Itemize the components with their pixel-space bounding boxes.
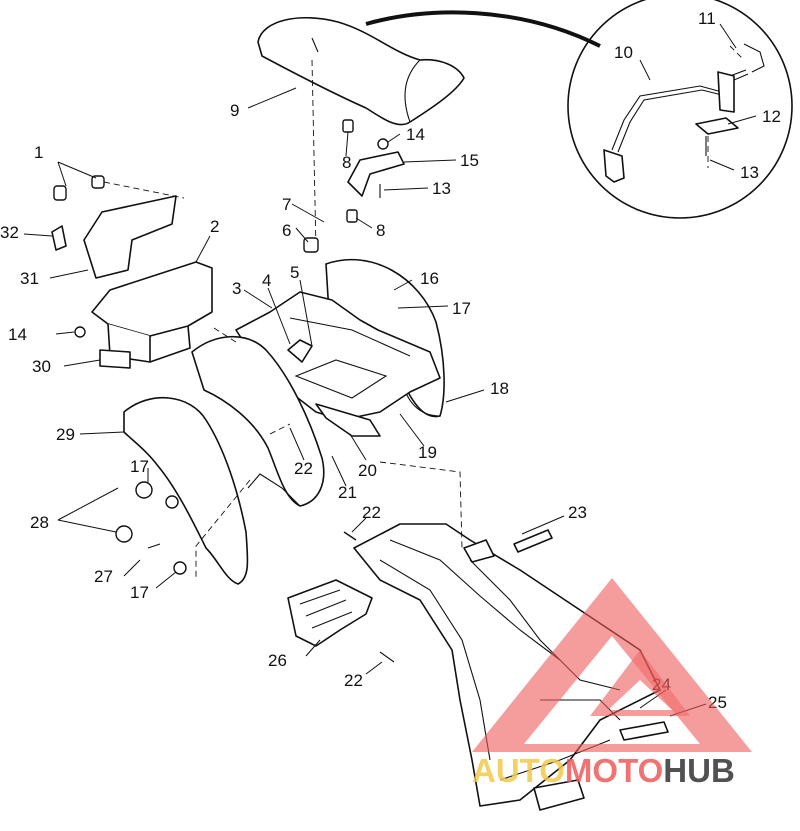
fender-hardware bbox=[115, 481, 357, 575]
watermark-text: AUTOMOTOHUB bbox=[472, 752, 735, 789]
callout-1: 1 bbox=[34, 143, 43, 162]
watermark-text-auto: AUTO bbox=[472, 752, 565, 789]
callout-10: 10 bbox=[614, 43, 633, 62]
watermark-logo: AUTOMOTOHUB bbox=[472, 578, 752, 789]
callout-7: 7 bbox=[282, 195, 291, 214]
watermark-text-hub: HUB bbox=[663, 752, 735, 789]
callout-31: 31 bbox=[20, 269, 39, 288]
callout-6: 6 bbox=[282, 221, 291, 240]
callout-3: 3 bbox=[232, 279, 241, 298]
watermark-inner-triangle-icon bbox=[590, 650, 690, 716]
fender-flap bbox=[123, 396, 249, 585]
callout-27: 27 bbox=[94, 567, 113, 586]
toolbox bbox=[51, 175, 213, 369]
callout-2: 2 bbox=[210, 217, 219, 236]
callout-22-mid: 22 bbox=[362, 503, 381, 522]
skid-plate bbox=[287, 579, 395, 663]
callout-11: 11 bbox=[698, 9, 716, 28]
callout-14-upper: 14 bbox=[406, 125, 425, 144]
callout-28: 28 bbox=[30, 513, 49, 532]
callout-12: 12 bbox=[762, 107, 781, 126]
callout-18: 18 bbox=[490, 379, 509, 398]
callout-13: 13 bbox=[432, 179, 451, 198]
callout-17-lower-left: 17 bbox=[130, 583, 149, 602]
callout-30: 30 bbox=[32, 357, 51, 376]
callout-17-right: 17 bbox=[452, 299, 471, 318]
callout-21: 21 bbox=[338, 483, 357, 502]
callout-13-inset: 13 bbox=[740, 163, 759, 182]
callout-23: 23 bbox=[568, 503, 587, 522]
leader-lines bbox=[23, 23, 757, 717]
callout-22-fender: 22 bbox=[294, 459, 313, 478]
callout-29: 29 bbox=[56, 425, 75, 444]
callout-32: 32 bbox=[0, 223, 19, 242]
callout-9: 9 bbox=[230, 101, 239, 120]
callout-20: 20 bbox=[358, 461, 377, 480]
seat-latch-inset bbox=[365, 0, 793, 219]
seat-hardware bbox=[342, 119, 405, 223]
callout-17-upper-left: 17 bbox=[130, 457, 149, 476]
callout-15: 15 bbox=[460, 151, 479, 170]
callout-19: 19 bbox=[418, 443, 437, 462]
callout-14-lower: 14 bbox=[8, 325, 27, 344]
callout-22-lower: 22 bbox=[344, 671, 363, 690]
callout-5: 5 bbox=[290, 263, 299, 282]
callouts: 1 2 3 4 5 6 7 8 8 9 10 11 12 13 13 14 14… bbox=[0, 9, 781, 712]
callout-8-upper: 8 bbox=[342, 153, 351, 172]
callout-26: 26 bbox=[268, 651, 287, 670]
left-rear-fender bbox=[191, 335, 325, 507]
frame bbox=[353, 523, 669, 811]
watermark-text-moto: MOTO bbox=[565, 752, 663, 789]
callout-8-lower: 8 bbox=[376, 221, 385, 240]
callout-16: 16 bbox=[420, 269, 439, 288]
seat bbox=[257, 16, 465, 126]
callout-4: 4 bbox=[262, 271, 271, 290]
